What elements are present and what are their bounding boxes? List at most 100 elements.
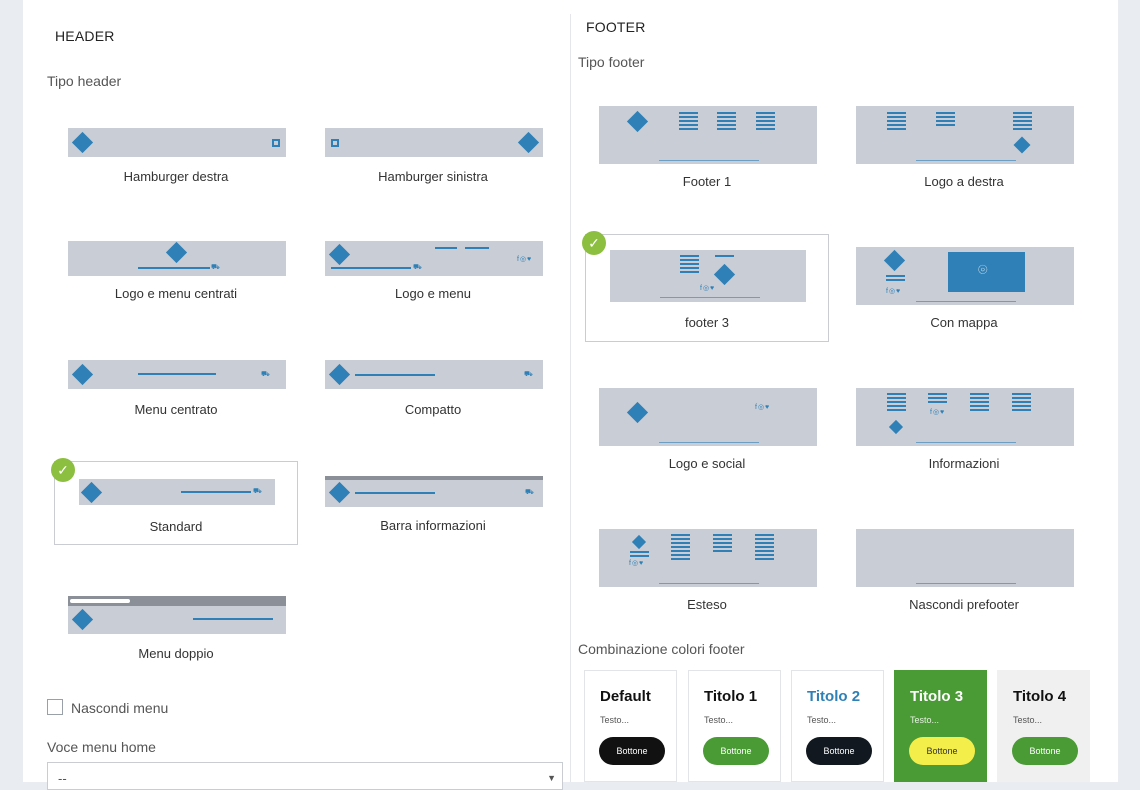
footer-option-con-mappa[interactable]: f◎♥ ⌾ Con mappa	[842, 247, 1086, 331]
text-lines-icon	[680, 255, 699, 275]
header-option-caption: Standard	[149, 519, 203, 534]
header-option-caption: Barra informazioni	[380, 518, 486, 533]
footer-preview	[856, 106, 1074, 164]
footer-option-footer-3[interactable]: ✓ f◎♥ footer 3	[582, 231, 829, 342]
text-lines-icon	[928, 393, 947, 405]
menu-line	[355, 492, 435, 494]
footer-option-footer-1[interactable]: Footer 1	[585, 106, 829, 190]
text-lines-icon	[679, 112, 698, 132]
footer-option-logo-social[interactable]: f◎♥ Logo e social	[585, 388, 829, 472]
footer-option-nascondi-prefooter[interactable]: Nascondi prefooter	[842, 529, 1086, 613]
color-scheme-titolo-4[interactable]: Titolo 4 Testo... Bottone	[997, 670, 1090, 782]
info-bar	[325, 476, 543, 480]
text-lines-icon	[887, 393, 906, 413]
social-icons: f◎♥	[517, 256, 533, 263]
scheme-button: Bottone	[1012, 737, 1078, 765]
footer-preview	[856, 529, 1074, 587]
header-preview: ⛟	[68, 360, 286, 389]
scheme-title: Titolo 4	[1013, 688, 1067, 705]
copyright-line	[916, 442, 1016, 443]
copyright-line	[916, 160, 1016, 161]
header-preview: ⛟	[325, 476, 543, 507]
copyright-line	[659, 583, 759, 584]
header-preview: ⛟	[68, 241, 286, 276]
copyright-line	[916, 301, 1016, 302]
cart-icon: ⛟	[524, 371, 534, 378]
logo-diamond-icon	[883, 249, 906, 272]
scheme-text: Testo...	[807, 715, 837, 725]
header-option-caption: Menu doppio	[138, 646, 214, 661]
scheme-button: Bottone	[703, 737, 769, 765]
color-scheme-titolo-2[interactable]: Titolo 2 Testo... Bottone	[791, 670, 884, 782]
color-scheme-titolo-3[interactable]: Titolo 3 Testo... Bottone	[894, 670, 987, 782]
hamburger-icon	[272, 139, 280, 147]
hide-menu-label: Nascondi menu	[71, 700, 169, 716]
scheme-text: Testo...	[1013, 715, 1043, 725]
footer-option-caption: Nascondi prefooter	[909, 597, 1019, 612]
header-preview	[68, 128, 286, 157]
logo-diamond-icon	[888, 419, 904, 435]
header-option-menu-doppio[interactable]: Menu doppio	[54, 596, 298, 680]
copyright-line	[916, 583, 1016, 584]
logo-diamond-icon	[71, 131, 94, 154]
text-lines-icon	[630, 551, 649, 559]
header-preview: ⛟	[79, 479, 275, 505]
footer-option-esteso[interactable]: f◎♥ Esteso	[585, 529, 829, 613]
cart-icon: ⛟	[525, 489, 535, 496]
menu-line	[355, 374, 435, 376]
header-option-caption: Hamburger sinistra	[378, 169, 488, 184]
header-option-logo-menu[interactable]: ⛟ f◎♥ Logo e menu	[311, 241, 555, 325]
text-lines-icon	[717, 112, 736, 132]
copyright-line	[659, 442, 759, 443]
header-option-hamburger-destra[interactable]: Hamburger destra	[54, 128, 298, 212]
footer-color-label: Combinazione colori footer	[578, 641, 745, 657]
chevron-down-icon: ▼	[547, 773, 556, 783]
text-lines-icon	[713, 534, 732, 554]
social-icons: f◎♥	[886, 288, 902, 295]
color-scheme-titolo-1[interactable]: Titolo 1 Testo... Bottone	[688, 670, 781, 782]
color-scheme-default[interactable]: Default Testo... Bottone	[584, 670, 677, 782]
text-lines-icon	[1013, 112, 1032, 132]
footer-option-informazioni[interactable]: f◎♥ Informazioni	[842, 388, 1086, 472]
logo-diamond-icon	[713, 263, 736, 286]
logo-diamond-icon	[80, 481, 103, 504]
header-type-label: Tipo header	[47, 73, 122, 89]
scheme-title: Titolo 2	[807, 688, 861, 705]
social-icons: f◎♥	[755, 404, 771, 411]
home-menu-select[interactable]: -- ▼	[47, 762, 563, 790]
hide-menu-checkbox[interactable]	[47, 699, 63, 715]
header-section-title: HEADER	[55, 28, 115, 44]
scheme-button: Bottone	[599, 737, 665, 765]
scheme-button: Bottone	[806, 737, 872, 765]
footer-option-caption: Con mappa	[930, 315, 998, 330]
copyright-line	[659, 160, 759, 161]
header-option-caption: Compatto	[404, 402, 462, 417]
top-bar	[68, 596, 286, 606]
text-lines-icon	[936, 112, 955, 128]
footer-option-caption: Informazioni	[928, 456, 1000, 471]
text-lines-icon	[886, 275, 905, 283]
cart-icon: ⛟	[211, 264, 221, 271]
map-pin-icon: ⌾	[978, 262, 988, 279]
header-option-compatto[interactable]: ⛟ Compatto	[311, 360, 555, 444]
logo-diamond-icon	[165, 241, 188, 264]
footer-option-logo-a-destra[interactable]: Logo a destra	[842, 106, 1086, 190]
scheme-text: Testo...	[910, 715, 940, 725]
header-option-standard[interactable]: ✓ ⛟ Standard	[51, 458, 298, 545]
footer-option-caption: Logo a destra	[924, 174, 1004, 189]
menu-line	[331, 267, 411, 269]
text-lines-icon	[887, 112, 906, 132]
menu-line	[138, 373, 216, 375]
header-option-menu-centrato[interactable]: ⛟ Menu centrato	[54, 360, 298, 444]
home-menu-label: Voce menu home	[47, 739, 156, 755]
footer-preview: f◎♥ ⌾	[856, 247, 1074, 305]
footer-preview: f◎♥	[599, 529, 817, 587]
header-option-hamburger-sinistra[interactable]: Hamburger sinistra	[311, 128, 555, 212]
text-lines-icon	[755, 534, 774, 562]
cart-icon: ⛟	[261, 371, 271, 378]
logo-diamond-icon	[517, 131, 540, 154]
header-option-logo-menu-centrati[interactable]: ⛟ Logo e menu centrati	[54, 241, 298, 325]
header-option-barra-informazioni[interactable]: ⛟ Barra informazioni	[311, 476, 555, 560]
logo-diamond-icon	[631, 534, 647, 550]
logo-diamond-icon	[328, 363, 351, 386]
